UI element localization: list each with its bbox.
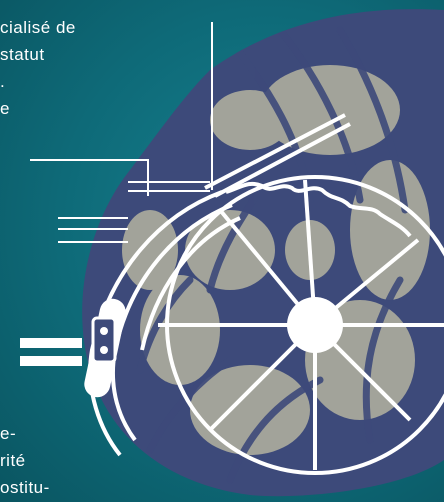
- equals-icon: [20, 338, 82, 366]
- central-hub: [287, 297, 343, 353]
